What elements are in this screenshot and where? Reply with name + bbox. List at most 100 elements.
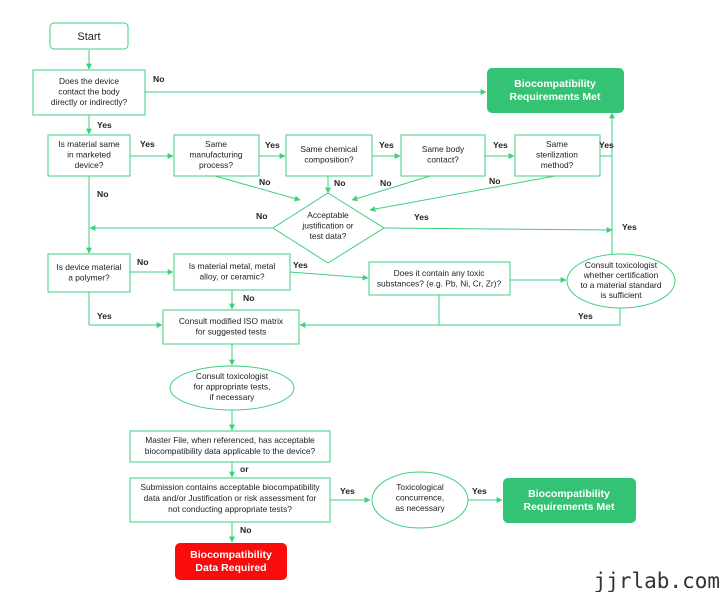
edge-label-yes: Yes (340, 486, 355, 496)
label-line: Same (546, 139, 568, 149)
decision-master-file: Master File, when referenced, has accept… (129, 430, 331, 463)
edge-label-no: No (380, 178, 391, 188)
label-line: Biocompatibility (528, 488, 610, 500)
label-line: Is material metal, metal (189, 261, 276, 271)
label-line: Consult modified ISO matrix (179, 316, 284, 326)
edge-label-yes: Yes (599, 140, 614, 150)
label-line: biocompatibility data applicable to the … (145, 446, 316, 456)
decision-submission: Submission contains acceptable biocompat… (129, 477, 331, 523)
label-line: as necessary (395, 503, 445, 513)
label-line: Is material same (58, 139, 120, 149)
label-line: substances? (e.g. Pb, Ni, Cr, Zr)? (377, 279, 502, 289)
edge-label-yes: Yes (578, 311, 593, 321)
edge-label-no: No (256, 211, 267, 221)
label-line: justification or (301, 221, 353, 231)
label-line: for suggested tests (196, 327, 267, 337)
edge-label-yes: Yes (493, 140, 508, 150)
label-line: Toxicological (396, 482, 444, 492)
label-line: Requirements Met (523, 501, 615, 513)
label-line: data and/or Justification or risk assess… (144, 493, 317, 503)
edge-label-no: No (97, 189, 108, 199)
edge-label-no: No (489, 176, 500, 186)
label-line: is sufficient (600, 290, 642, 300)
node-label: Master File, when referenced, has accept… (145, 435, 316, 456)
label-line: device? (75, 160, 104, 170)
edge-label-yes: Yes (414, 212, 429, 222)
label-line: Data Required (195, 562, 266, 574)
watermark-text: jjrlab.com (594, 569, 720, 592)
label-line: process? (199, 160, 233, 170)
label-line: Acceptable (307, 210, 349, 220)
label-line: to a material standard (580, 280, 661, 290)
label-line: directly or indirectly? (51, 97, 128, 107)
connectors (86, 50, 621, 543)
label-line: Consult toxicologist (585, 260, 658, 270)
edge-label-no: No (243, 293, 254, 303)
label-line: contact the body (58, 87, 120, 97)
label-line: a polymer? (68, 273, 110, 283)
label-line: method? (541, 160, 574, 170)
edge-label-no: No (240, 525, 251, 535)
edge-label-yes: Yes (293, 260, 308, 270)
edge-label-yes: Yes (379, 140, 394, 150)
connector (369, 175, 556, 212)
label-line: for appropriate tests, (194, 382, 271, 392)
label-line: test data? (310, 231, 347, 241)
label-line: Does it contain any toxic (394, 268, 485, 278)
edge-labels: No Yes Yes Yes Yes Yes Yes No No No No N… (97, 74, 637, 535)
label-line: Does the device (59, 76, 119, 86)
label-line: Consult toxicologist (196, 371, 269, 381)
edge-label-or: or (240, 464, 249, 474)
edge-label-yes: Yes (97, 120, 112, 130)
edge-label-no: No (137, 257, 148, 267)
node-label: Submission contains acceptable biocompat… (140, 482, 320, 514)
label-line: concurrence, (396, 493, 444, 503)
connector (351, 175, 431, 202)
label-line: Requirements Met (509, 91, 601, 103)
label-line: if necessary (210, 392, 255, 402)
label-line: Master File, when referenced, has accept… (145, 435, 315, 445)
label-line: manufacturing (189, 150, 242, 160)
edge-label-yes: Yes (472, 486, 487, 496)
label-line: Biocompatibility (514, 78, 596, 90)
edge-label-no: No (334, 178, 345, 188)
label-line: sterilization (536, 150, 578, 160)
connector (214, 175, 301, 202)
label-line: alloy, or ceramic? (199, 272, 264, 282)
edge-label-yes: Yes (265, 140, 280, 150)
label-line: Same body (422, 144, 465, 154)
edge-label-no: No (259, 177, 270, 187)
connector (299, 307, 621, 328)
edge-label-yes: Yes (140, 139, 155, 149)
label-line: Same (205, 139, 227, 149)
